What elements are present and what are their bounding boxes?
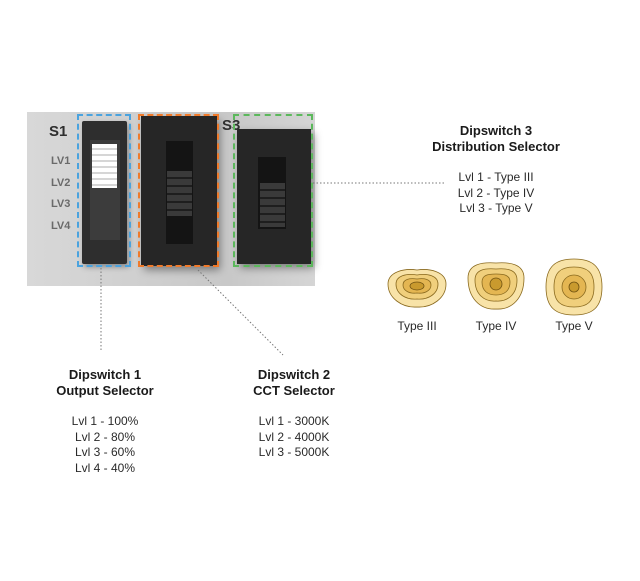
dipswitch-2-callout: Dipswitch 2 CCT Selector Lvl 1 - 3000K L… xyxy=(229,367,359,461)
dipswitch-2-knob xyxy=(167,171,192,216)
list-item: Lvl 1 - 100% xyxy=(71,414,139,428)
dipswitch-3-callout: Dipswitch 3 Distribution Selector Lvl 1 … xyxy=(421,123,571,217)
dipswitch-3-title-line1: Dipswitch 3 xyxy=(459,123,533,138)
dipswitch-3-knob xyxy=(260,183,285,227)
dipswitch-2-title-line2: CCT Selector xyxy=(253,383,335,398)
dipswitch-1-title: Dipswitch 1 Output Selector xyxy=(40,367,170,399)
dipswitch-3-list: Lvl 1 - Type III Lvl 2 - Type IV Lvl 3 -… xyxy=(421,170,571,217)
list-item: Lvl 3 - 5000K xyxy=(258,445,330,459)
dipswitch-1-list: Lvl 1 - 100% Lvl 2 - 80% Lvl 3 - 60% Lvl… xyxy=(40,414,170,476)
type-v-label: Type V xyxy=(555,319,593,333)
dipswitch-2-list: Lvl 1 - 3000K Lvl 2 - 4000K Lvl 3 - 5000… xyxy=(229,414,359,461)
list-item: Lvl 4 - 40% xyxy=(74,460,136,475)
dipswitch-2-title-line1: Dipswitch 2 xyxy=(257,367,331,382)
dipswitch-1-title-line2: Output Selector xyxy=(56,383,154,398)
leader-line-2 xyxy=(197,269,284,356)
level-label-4: LV4 xyxy=(51,220,71,232)
list-item: Lvl 2 - 4000K xyxy=(258,429,330,444)
level-label-3: LV3 xyxy=(51,198,71,210)
dipswitch-3-title: Dipswitch 3 Distribution Selector xyxy=(421,123,571,155)
type-iii-distribution-icon xyxy=(387,269,447,308)
dipswitch-2-title: Dipswitch 2 CCT Selector xyxy=(229,367,359,399)
dipswitch-1-callout: Dipswitch 1 Output Selector Lvl 1 - 100%… xyxy=(40,367,170,476)
type-iv-label: Type IV xyxy=(475,319,517,333)
dipswitch-1-knob xyxy=(92,144,117,188)
level-label-2: LV2 xyxy=(51,177,71,189)
list-item: Lvl 1 - 3000K xyxy=(258,414,330,428)
dipswitch-3-title-line2: Distribution Selector xyxy=(432,139,560,154)
dipswitch-2-highlight xyxy=(138,114,219,267)
level-label-1: LV1 xyxy=(51,155,71,167)
dipswitch-1-title-line1: Dipswitch 1 xyxy=(68,367,142,382)
list-item: Lvl 1 - Type III xyxy=(458,170,534,184)
type-iii-label: Type III xyxy=(397,319,437,333)
type-v-distribution-icon xyxy=(545,258,603,316)
list-item: Lvl 3 - 60% xyxy=(74,445,136,459)
dipswitch-1-highlight xyxy=(77,114,131,267)
dipswitch-3-highlight xyxy=(233,114,313,267)
type-iv-distribution-icon xyxy=(467,262,525,310)
list-item: Lvl 2 - 80% xyxy=(74,429,136,444)
list-item: Lvl 2 - Type IV xyxy=(457,185,535,200)
s1-label: S1 xyxy=(49,123,68,140)
s3-label: S3 xyxy=(222,117,241,134)
list-item: Lvl 3 - Type V xyxy=(459,201,533,215)
